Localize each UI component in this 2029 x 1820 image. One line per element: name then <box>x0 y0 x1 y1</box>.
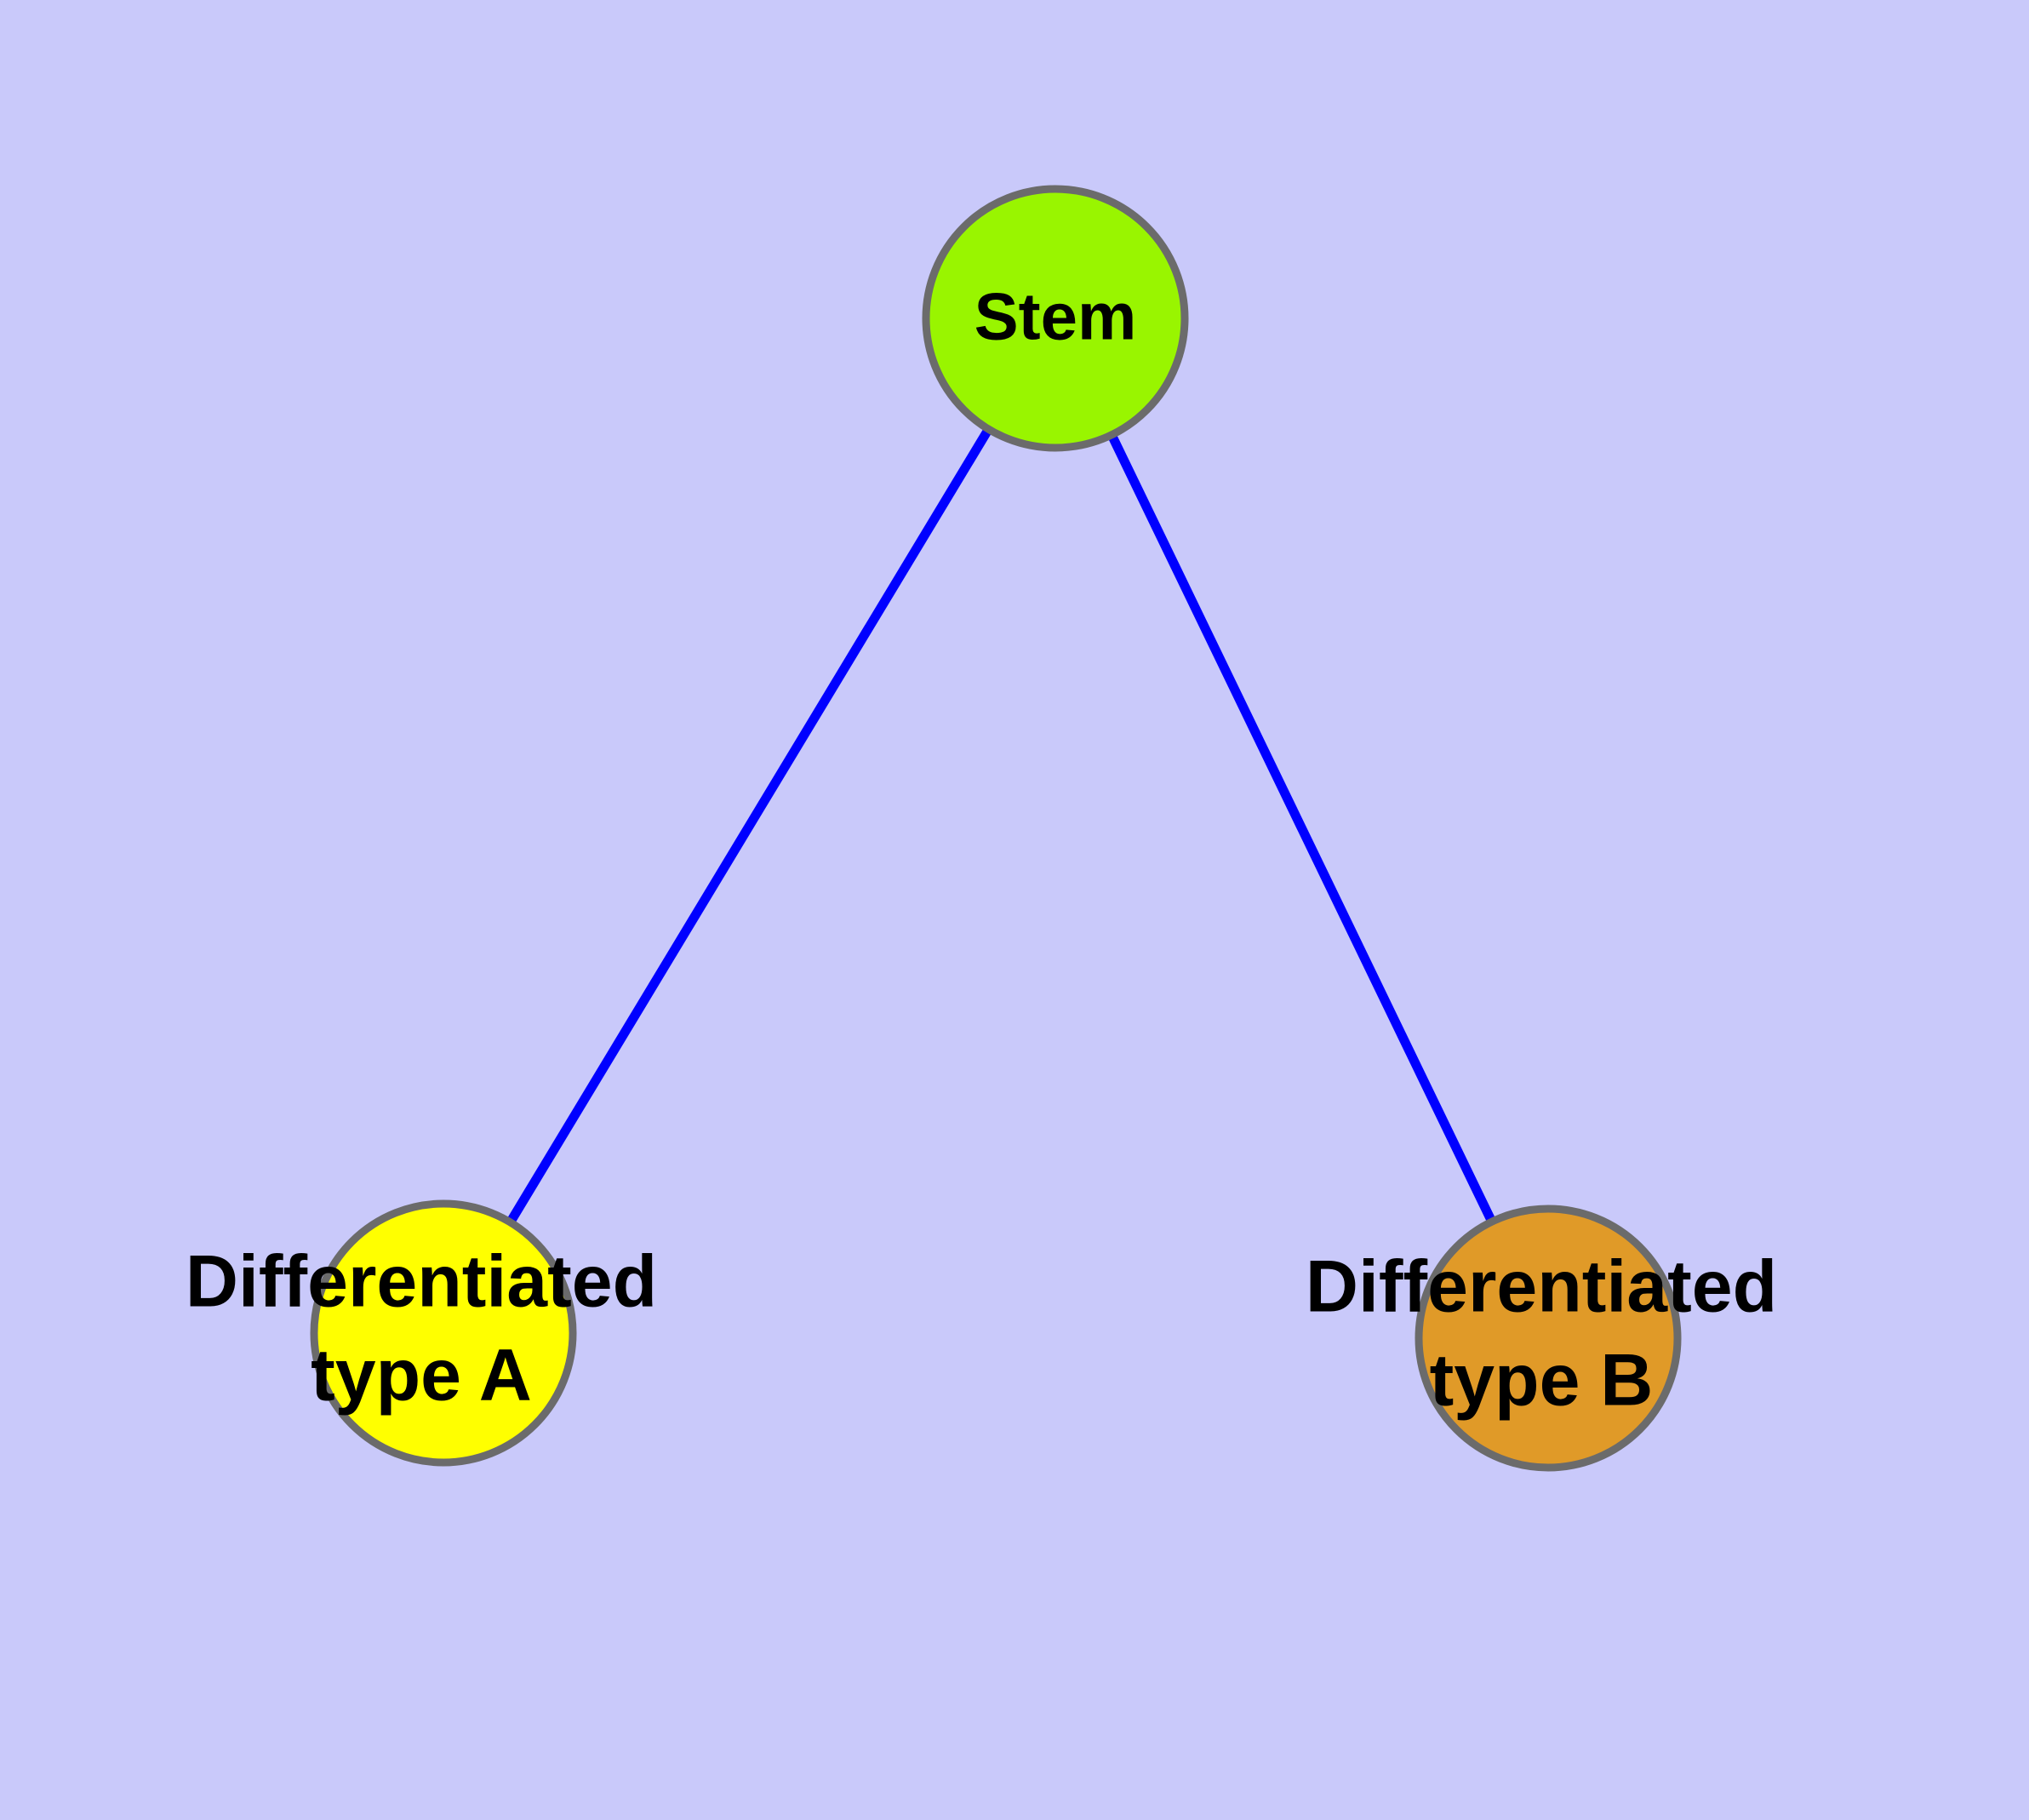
node-differentiated-type-a[interactable] <box>310 1199 577 1467</box>
node-stem-circle[interactable] <box>922 185 1189 452</box>
edge-stem-to-diff-b[interactable] <box>1108 436 1495 1221</box>
edge-stem-to-diff-a[interactable] <box>507 429 992 1222</box>
node-differentiated-type-b-label-line1: Differentiated <box>1306 1246 1777 1328</box>
node-differentiated-type-b[interactable] <box>1415 1205 1682 1472</box>
node-differentiated-type-b-label-line2: type B <box>1430 1340 1654 1422</box>
node-stem[interactable]: Stem <box>922 185 1189 452</box>
node-differentiated-type-a-label-line2: type A <box>311 1335 532 1417</box>
node-layer: Stem Differentiated type A Differentiate… <box>186 185 1777 1472</box>
edge-layer <box>507 429 1495 1222</box>
node-differentiated-type-b-circle[interactable] <box>1415 1205 1682 1472</box>
node-differentiated-type-a-circle[interactable] <box>310 1199 577 1467</box>
node-stem-label-line1: Stem <box>974 279 1137 354</box>
node-differentiated-type-a-label-line1: Differentiated <box>186 1241 657 1323</box>
